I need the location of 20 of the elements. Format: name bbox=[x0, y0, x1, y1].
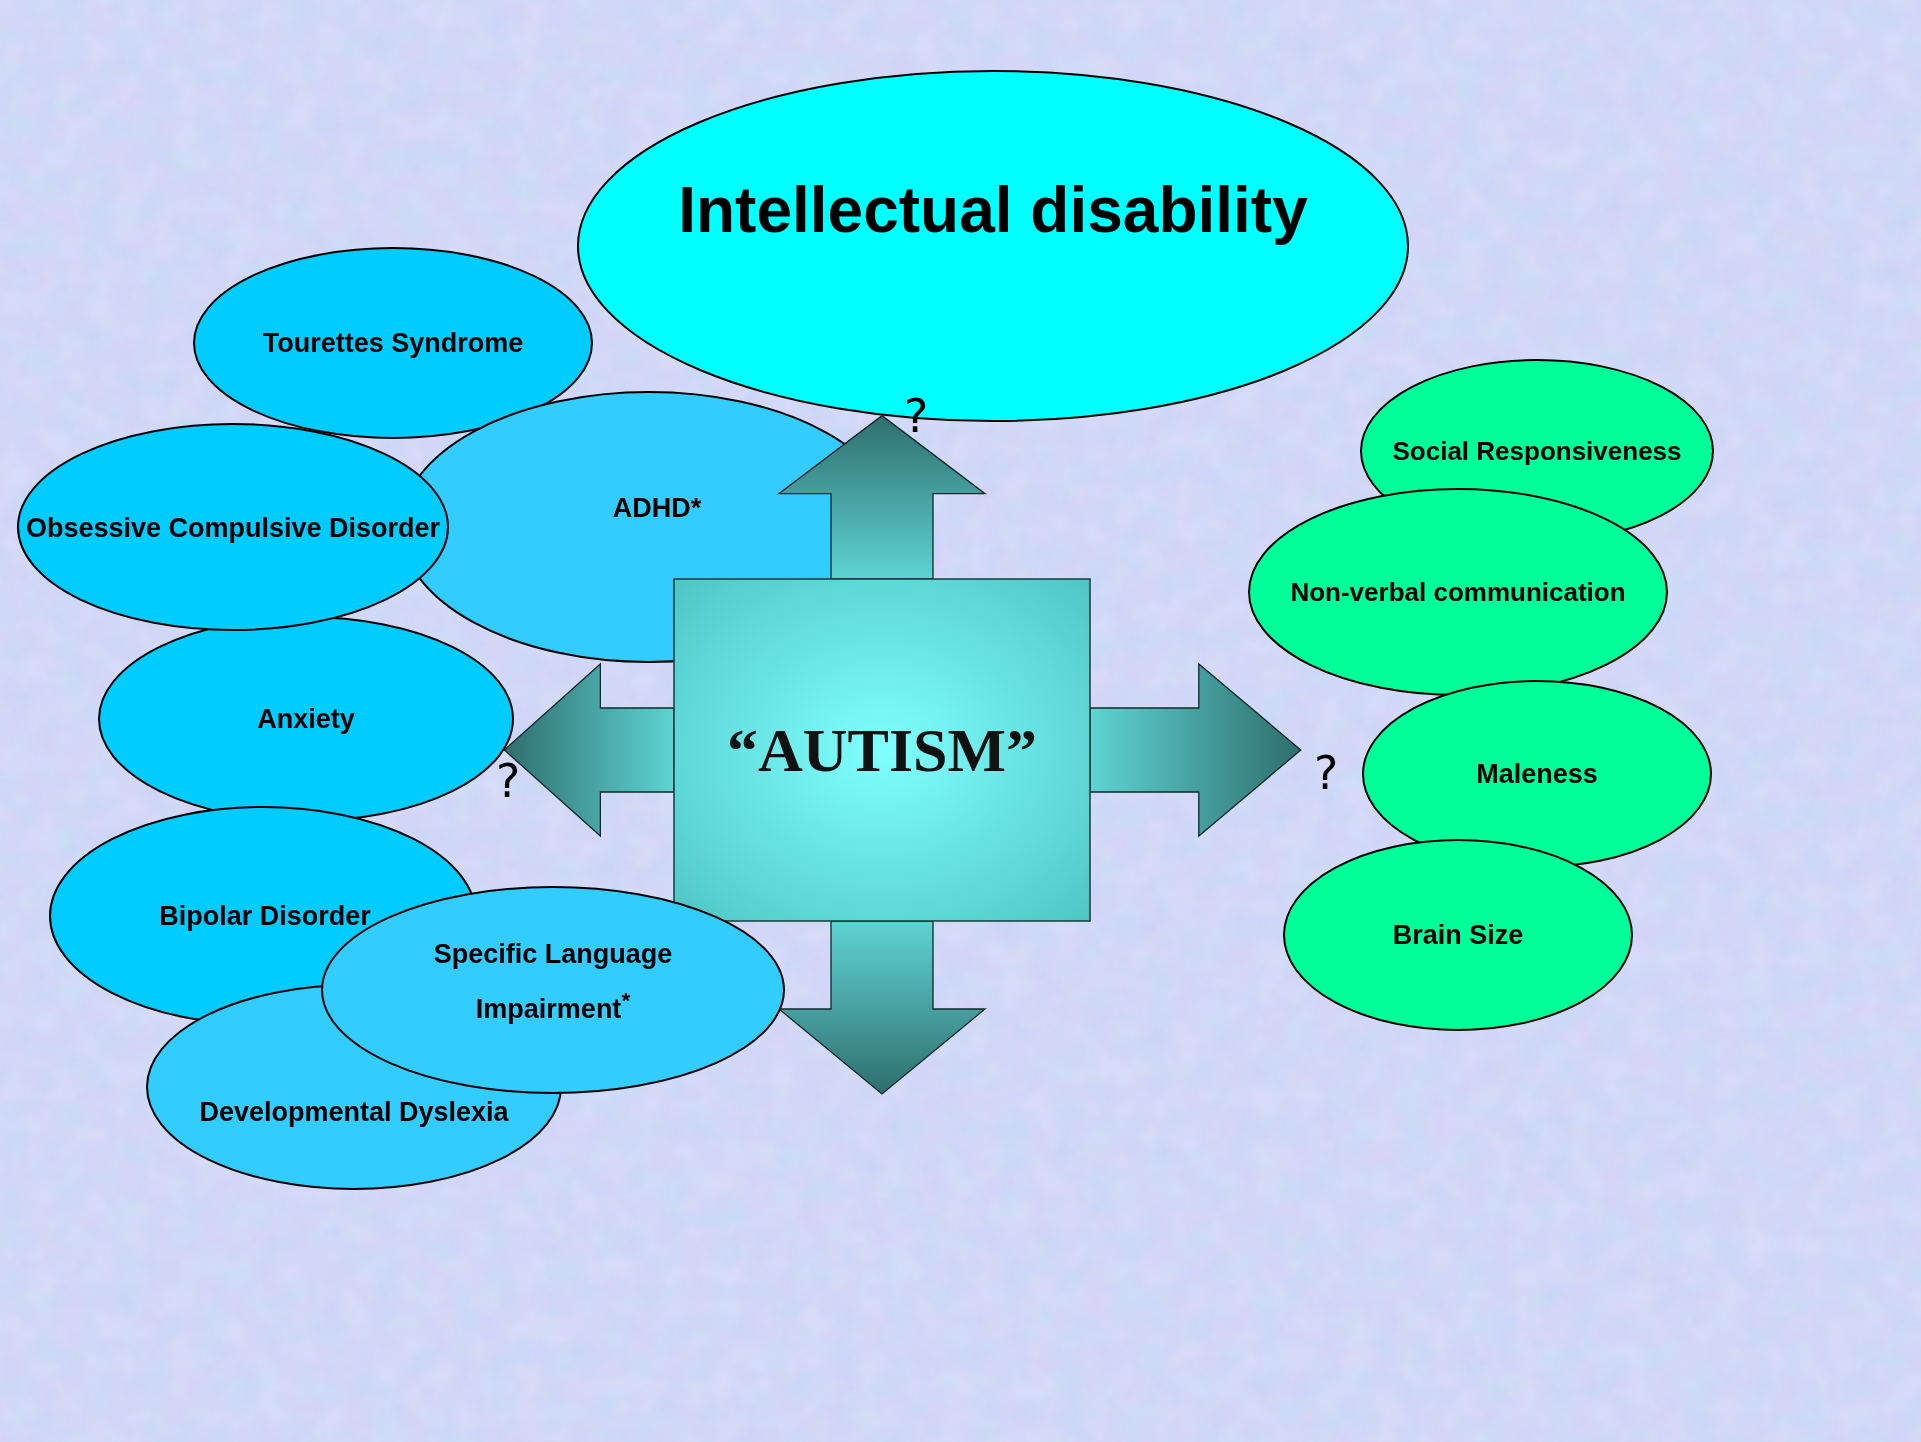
node-label: Tourettes Syndrome bbox=[262, 326, 524, 360]
block-arrow bbox=[777, 920, 987, 1095]
block-arrow bbox=[503, 662, 675, 838]
node-label: Anxiety bbox=[257, 702, 355, 736]
question-mark: ? bbox=[1314, 750, 1339, 796]
block-arrow bbox=[777, 414, 987, 580]
question-mark: ? bbox=[904, 393, 929, 439]
node-label: Developmental Dyslexia bbox=[199, 1095, 509, 1129]
question-mark: ? bbox=[496, 758, 521, 804]
node-label: Specific Language Impairment$^{*}$ bbox=[432, 937, 674, 1026]
node-label: Brain Size bbox=[1392, 918, 1524, 952]
node-label: Non-verbal communication bbox=[1290, 575, 1626, 609]
center-label: “AUTISM” bbox=[727, 715, 1037, 786]
node-label: Obsessive Compulsive Disorder bbox=[25, 511, 441, 545]
node-label: Maleness bbox=[1476, 757, 1598, 791]
block-arrow bbox=[1089, 662, 1302, 838]
node-label: Social Responsiveness bbox=[1392, 434, 1682, 468]
node-label: Bipolar Disorder bbox=[159, 899, 371, 933]
node-label: ADHD* bbox=[612, 491, 702, 525]
node-label: Intellectual disability bbox=[678, 172, 1308, 248]
